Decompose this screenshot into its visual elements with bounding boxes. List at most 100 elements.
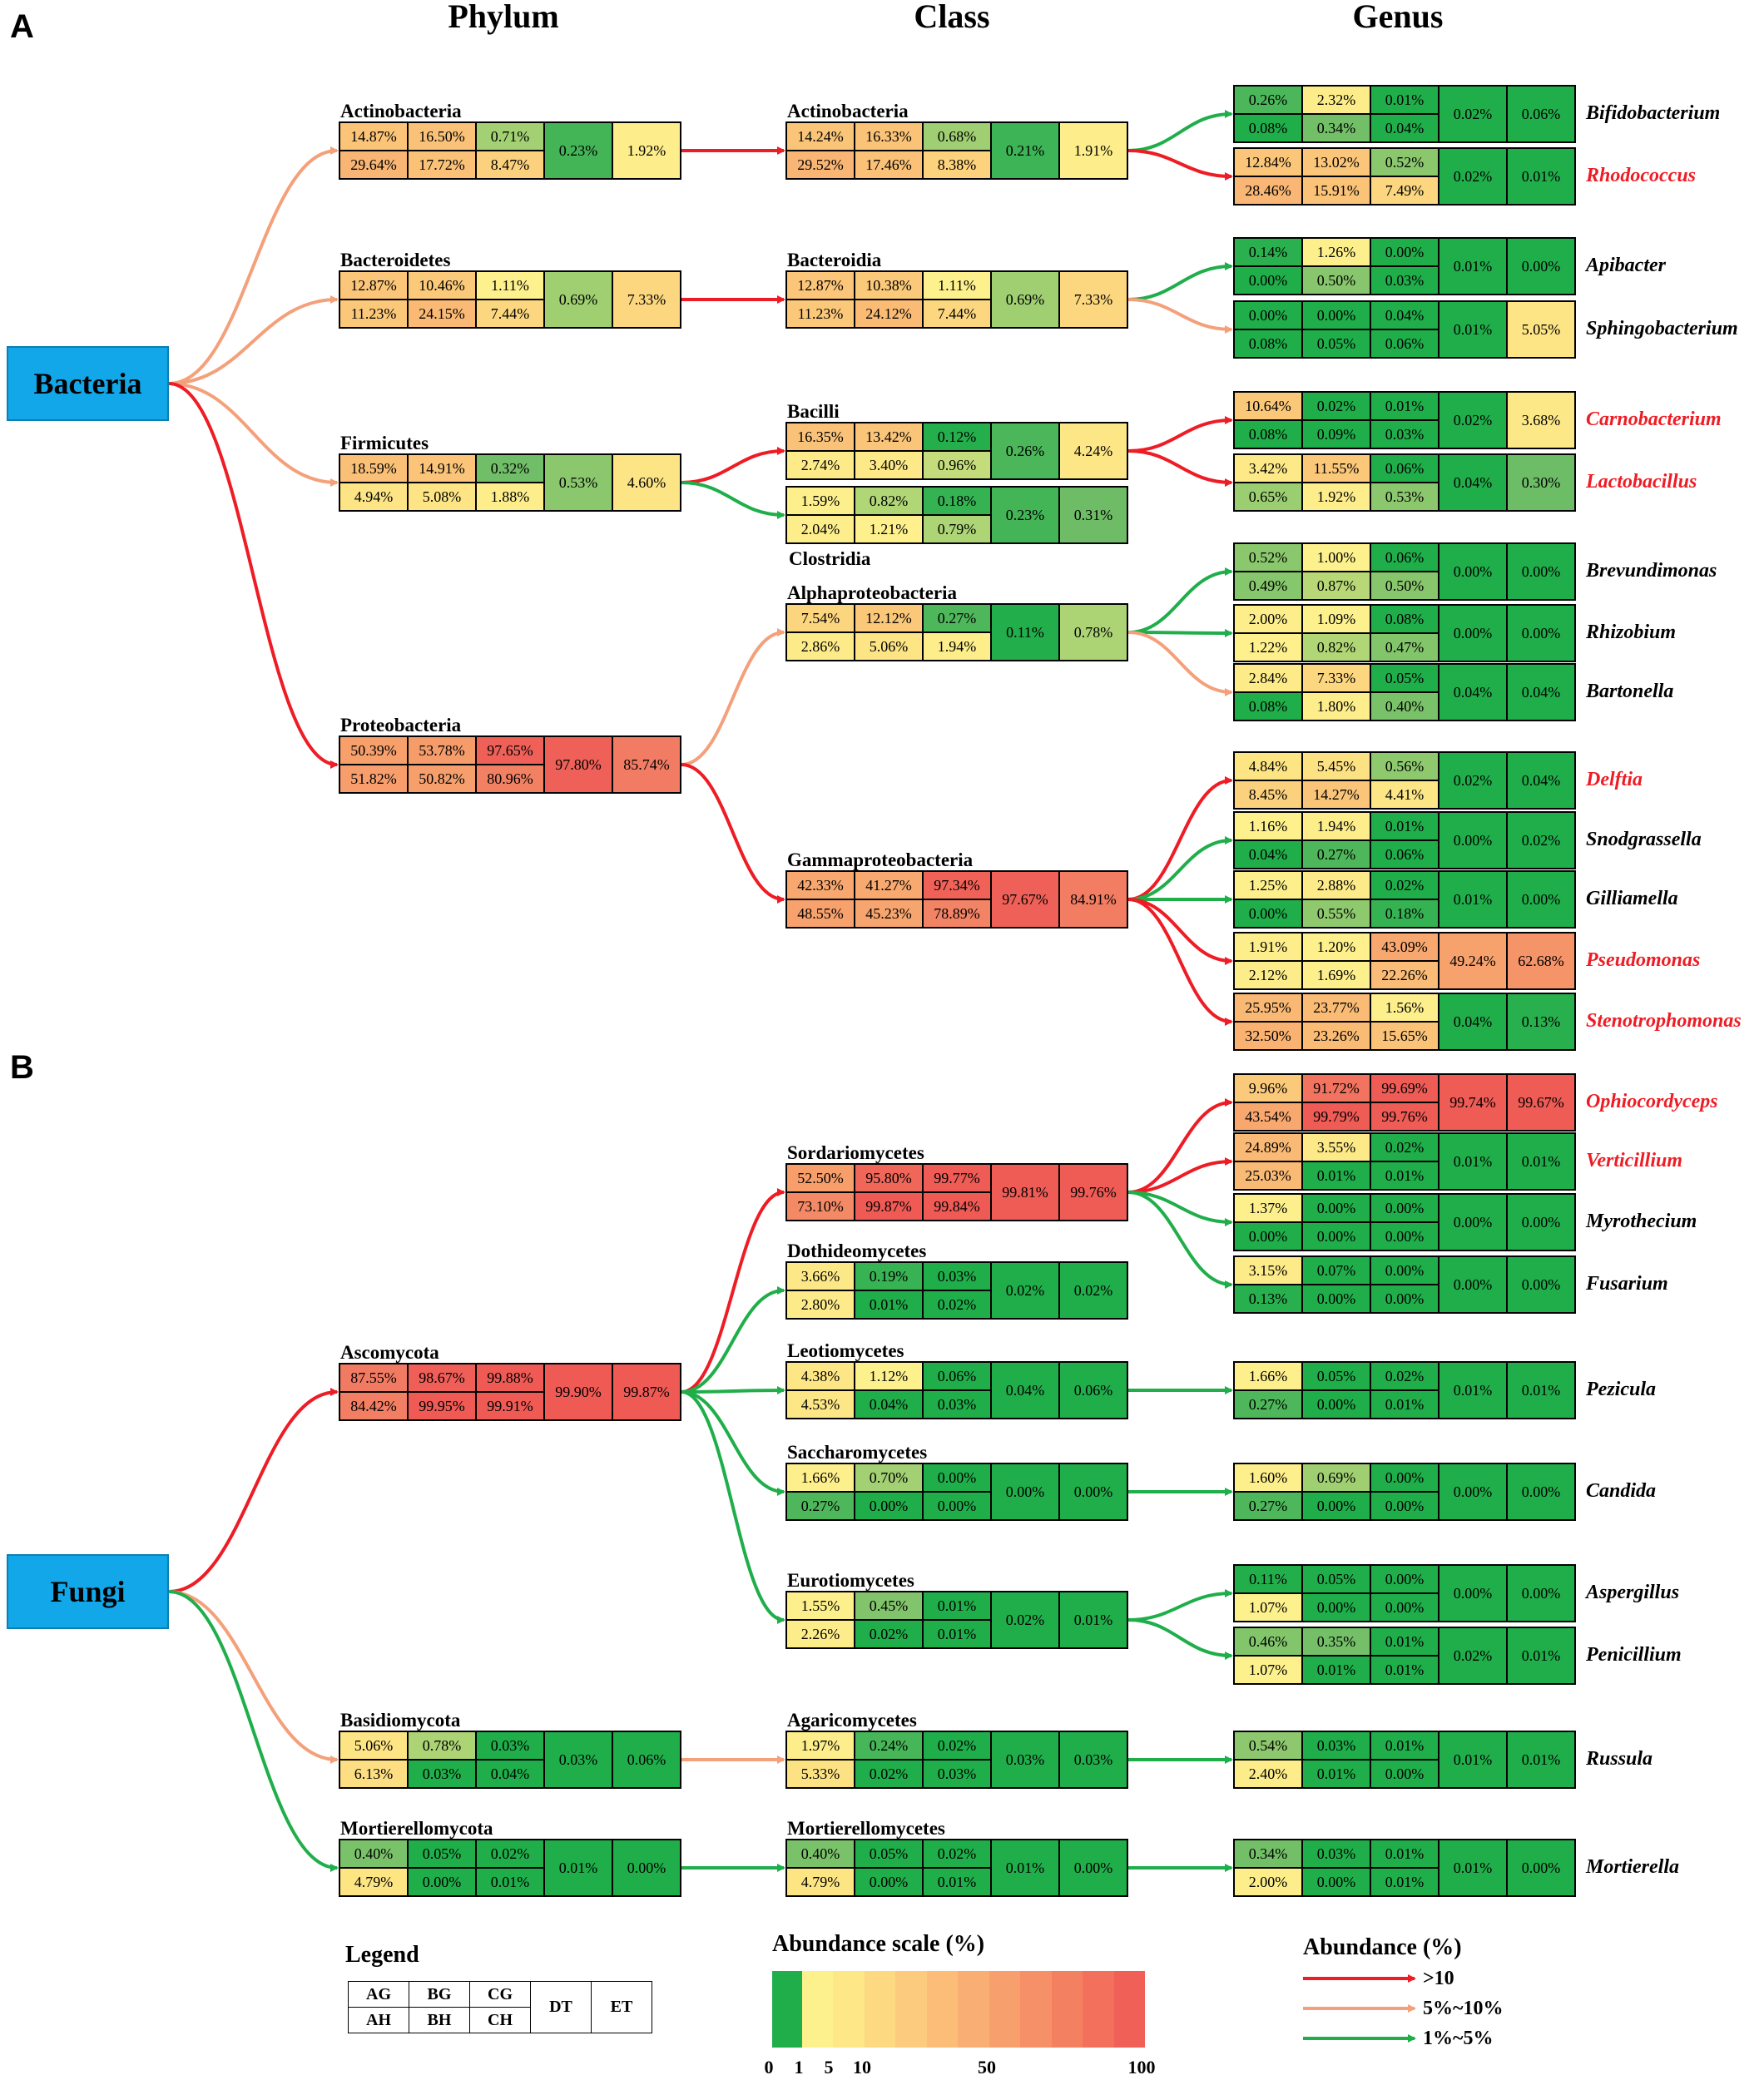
- abundance-cell: 0.00%: [1302, 1285, 1370, 1313]
- abundance-cell: 2.32%: [1302, 86, 1370, 114]
- abundance-cell: 0.01%: [1507, 1731, 1575, 1788]
- scale-tick-50: 50: [978, 2057, 996, 2078]
- abundance-cell: 1.94%: [1302, 812, 1370, 840]
- abundance-cell: 0.31%: [1059, 487, 1127, 543]
- abundance-cell: 1.37%: [1234, 1194, 1302, 1222]
- abundance-cell: 17.46%: [855, 151, 923, 179]
- column-header-phylum: Phylum: [448, 0, 559, 35]
- scale-swatch: [1051, 1971, 1083, 2048]
- abundance-cell: 0.01%: [1507, 1133, 1575, 1190]
- abundance-cell: 0.19%: [855, 1262, 923, 1290]
- abundance-cell: 15.65%: [1370, 1022, 1439, 1050]
- abundance-cell: 0.26%: [991, 423, 1059, 479]
- abundance-cell: 0.78%: [1059, 604, 1127, 661]
- taxon-box-f-c-eurotio: 1.55%0.45%0.01%0.02%0.01%2.26%0.02%0.01%: [785, 1591, 1128, 1649]
- abundance-cell: 11.23%: [339, 300, 408, 328]
- taxon-box-b-c-bacilli: 16.35%13.42%0.12%0.26%4.24%2.74%3.40%0.9…: [785, 422, 1128, 480]
- scale-tick-5: 5: [824, 2057, 834, 2078]
- abundance-cell: 0.04%: [991, 1362, 1059, 1419]
- abundance-cell: 0.00%: [1302, 1222, 1370, 1250]
- abundance-cell: 0.00%: [1234, 899, 1302, 928]
- legend-cell-ag: AG: [348, 1981, 409, 2008]
- taxon-label: Proteobacteria: [340, 715, 462, 735]
- abundance-cell: 0.00%: [1439, 605, 1507, 661]
- abundance-cell: 0.01%: [1507, 1627, 1575, 1684]
- abundance-cell: 0.01%: [476, 1868, 544, 1896]
- taxon-label: Bacilli: [787, 401, 840, 422]
- abundance-cell: 13.02%: [1302, 148, 1370, 176]
- abundance-cell: 0.03%: [408, 1760, 476, 1788]
- abundance-cell: 0.49%: [1234, 572, 1302, 600]
- taxon-box-b-g-barton: 2.84%7.33%0.05%0.04%0.04%0.08%1.80%0.40%: [1233, 663, 1576, 721]
- abundance-cell: 0.06%: [612, 1731, 681, 1788]
- abundance-cell: 0.08%: [1234, 692, 1302, 721]
- abundance-cell: 0.02%: [1439, 86, 1507, 142]
- column-header-class: Class: [914, 0, 990, 35]
- abundance-cell: 0.03%: [1302, 1731, 1370, 1760]
- abundance-cell: 3.55%: [1302, 1133, 1370, 1161]
- abundance-cell: 0.00%: [1370, 1492, 1439, 1520]
- abundance-cell: 0.00%: [1507, 238, 1575, 295]
- scale-swatch: [1113, 1971, 1145, 2048]
- abundance-cell: 4.79%: [339, 1868, 408, 1896]
- tree-arrow: [681, 1188, 785, 1394]
- abundance-cell: 0.03%: [923, 1390, 991, 1419]
- abundance-cell: 4.53%: [786, 1390, 855, 1419]
- genus-label: Bifidobacterium: [1586, 102, 1721, 124]
- abundance-cell: 99.76%: [1059, 1164, 1127, 1221]
- abundance-cell: 0.04%: [476, 1760, 544, 1788]
- abundance-cell: 0.24%: [855, 1731, 923, 1760]
- abundance-cell: 0.55%: [1302, 899, 1370, 928]
- abundance-cell: 0.08%: [1234, 420, 1302, 448]
- abundance-cell: 3.40%: [855, 451, 923, 479]
- tree-arrow: [1127, 1098, 1233, 1194]
- genus-label: Apibacter: [1586, 255, 1666, 276]
- abundance-cell: 7.33%: [1059, 271, 1127, 328]
- abundance-cell: 0.96%: [923, 451, 991, 479]
- abundance-cell: 1.97%: [786, 1731, 855, 1760]
- abundance-cell: 0.01%: [1439, 1133, 1507, 1190]
- abundance-cell: 99.67%: [1507, 1074, 1575, 1131]
- legend-cell-et: ET: [591, 1981, 652, 2033]
- abundance-cell: 0.03%: [1370, 266, 1439, 295]
- taxon-box-b-c-alpha: 7.54%12.12%0.27%0.11%0.78%2.86%5.06%1.94…: [785, 603, 1128, 661]
- abundance-scale-bar: [772, 1971, 1145, 2048]
- abundance-cell: 2.80%: [786, 1290, 855, 1319]
- tree-arrow: [1127, 416, 1233, 453]
- taxon-box-b-g-bifido: 0.26%2.32%0.01%0.02%0.06%0.08%0.34%0.04%: [1233, 85, 1576, 143]
- abundance-cell: 0.23%: [991, 487, 1059, 543]
- tree-arrow: [681, 1386, 785, 1395]
- abundance-cell: 4.84%: [1234, 752, 1302, 780]
- taxon-box-f-c-dothideo: 3.66%0.19%0.03%0.02%0.02%2.80%0.01%0.02%: [785, 1261, 1128, 1320]
- taxon-label: Dothideomycetes: [787, 1241, 927, 1261]
- taxon-box-b-g-delftia: 4.84%5.45%0.56%0.02%0.04%8.45%14.27%4.41…: [1233, 751, 1576, 810]
- abundance-cell: 0.13%: [1507, 993, 1575, 1050]
- abundance-cell: 1.11%: [476, 271, 544, 300]
- abundance-cell: 0.02%: [1439, 1627, 1507, 1684]
- abundance-cell: 0.11%: [1234, 1565, 1302, 1593]
- abundance-cell: 5.05%: [1507, 301, 1575, 358]
- abundance-cell: 0.65%: [1234, 483, 1302, 511]
- scale-swatch: [895, 1971, 927, 2048]
- abundance-cell: 1.92%: [1302, 483, 1370, 511]
- genus-label: Penicillium: [1586, 1644, 1682, 1666]
- abundance-cell: 0.04%: [855, 1390, 923, 1419]
- tree-arrow: [168, 1388, 339, 1593]
- abundance-cell: 0.06%: [1370, 840, 1439, 869]
- abundance-cell: 99.87%: [855, 1192, 923, 1221]
- abundance-cell: 0.00%: [1439, 1256, 1507, 1313]
- taxon-box-f-c-sacchar: 1.66%0.70%0.00%0.00%0.00%0.27%0.00%0.00%: [785, 1463, 1128, 1521]
- abundance-cell: 0.23%: [544, 122, 612, 179]
- taxon-box-b-g-carno: 10.64%0.02%0.01%0.02%3.68%0.08%0.09%0.03…: [1233, 391, 1576, 449]
- abundance-cell: 1.21%: [855, 515, 923, 543]
- abundance-cell: 2.12%: [1234, 961, 1302, 989]
- abundance-cell: 0.56%: [1370, 752, 1439, 780]
- abundance-cell: 99.74%: [1439, 1074, 1507, 1131]
- abundance-cell: 43.54%: [1234, 1102, 1302, 1131]
- abundance-cell: 1.66%: [1234, 1362, 1302, 1390]
- abundance-cell: 97.65%: [476, 736, 544, 765]
- legend-cell-ah: AH: [348, 2007, 409, 2033]
- tree-arrow: [681, 628, 785, 766]
- scale-swatch: [958, 1971, 989, 2048]
- abundance-cell: 7.44%: [923, 300, 991, 328]
